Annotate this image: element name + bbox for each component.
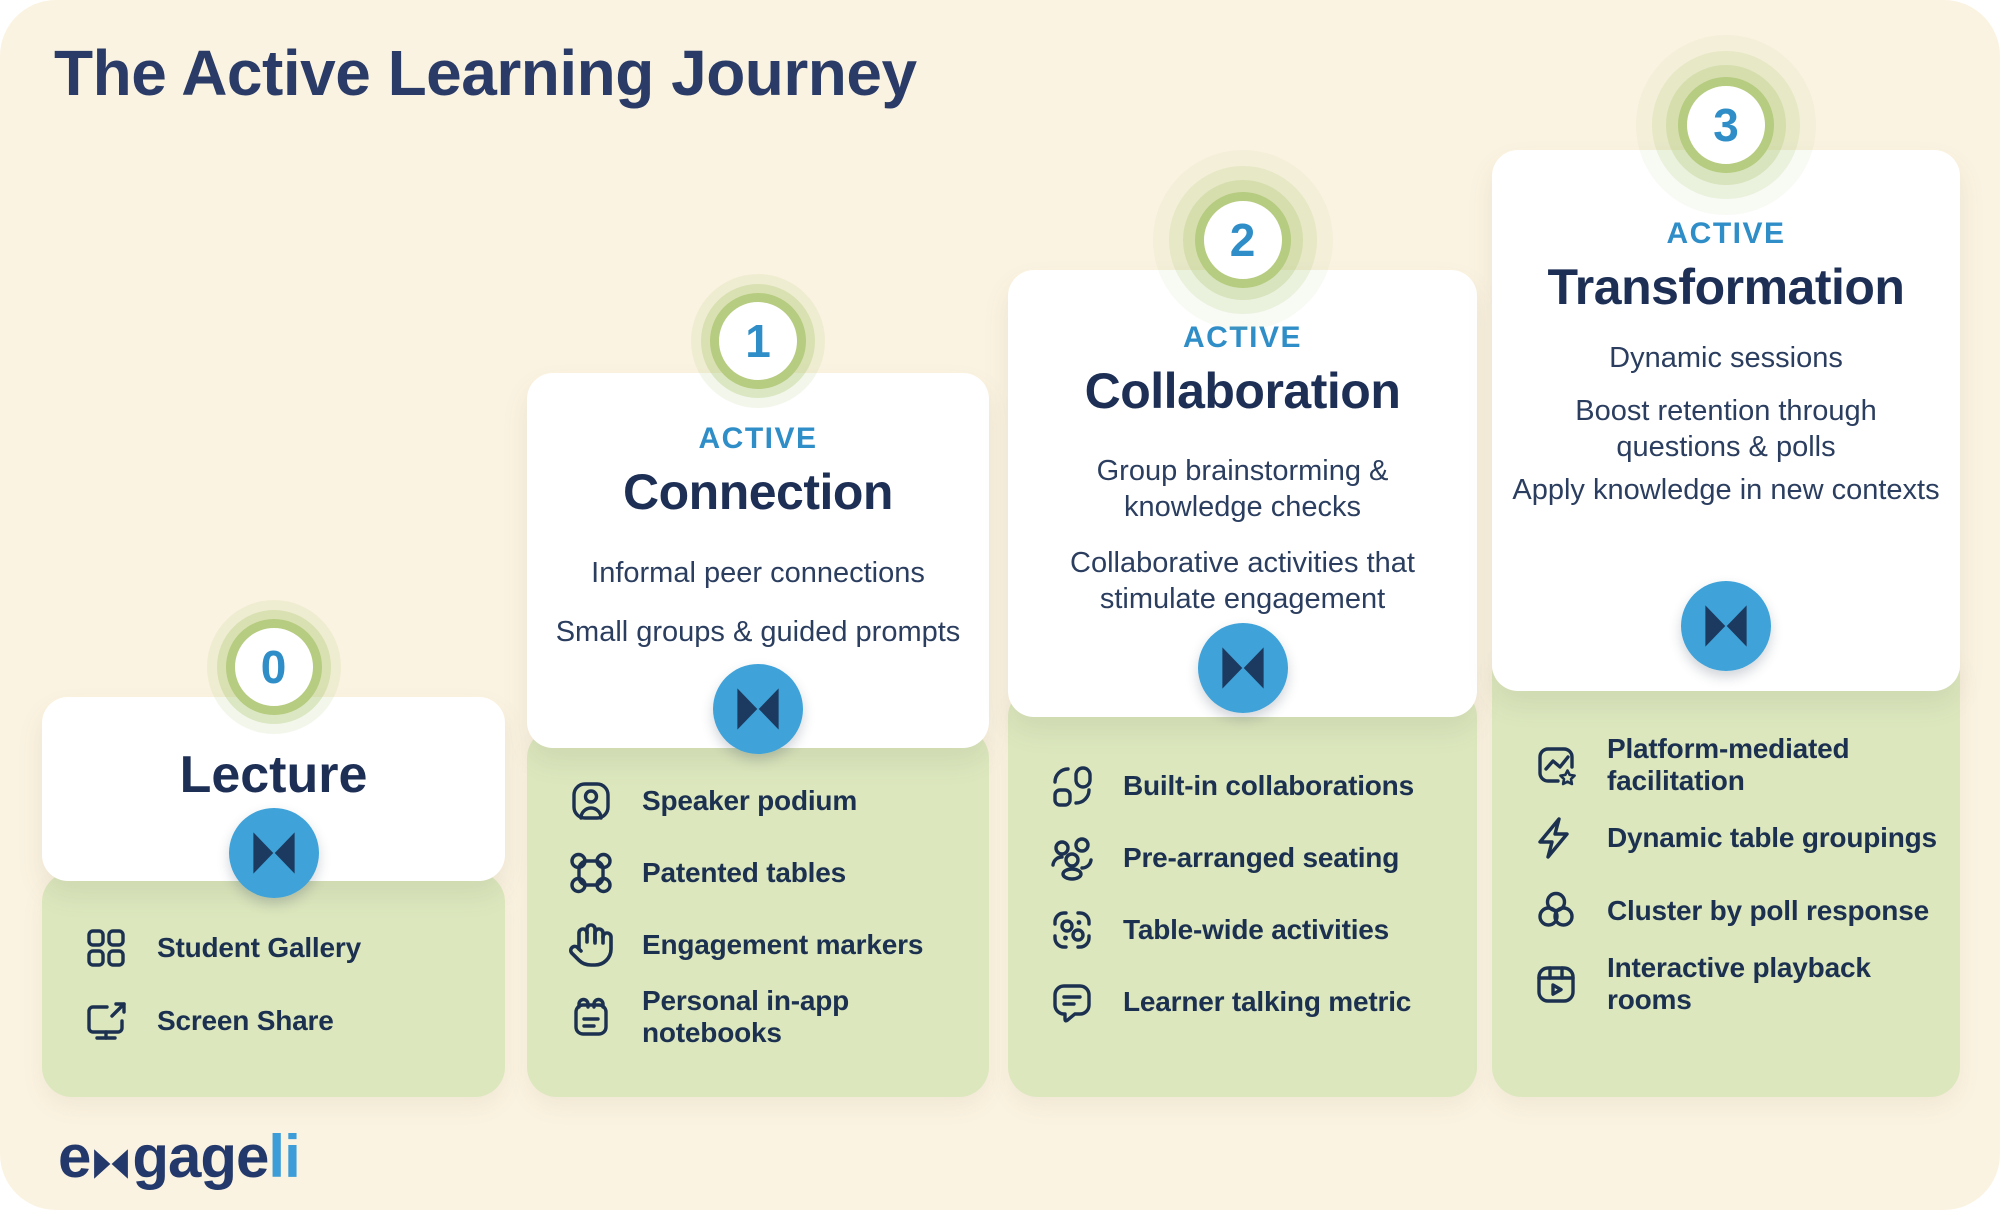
notebook-icon <box>567 993 615 1041</box>
feature-label: Speaker podium <box>642 785 858 816</box>
stage-number-badge: 0 <box>225 619 322 715</box>
stage-connection: 1 ACTIVE Connection Informal peer connec… <box>527 0 989 1210</box>
logo-text: gage <box>132 1123 269 1190</box>
stage-features-card: Built-in collaborations Pre-arranged sea… <box>1008 687 1477 1097</box>
stage-description: Informal peer connections <box>591 557 925 589</box>
engageli-bowtie-icon <box>713 664 803 754</box>
built-in-collaborations-icon <box>1048 762 1096 810</box>
stage-eyebrow: ACTIVE <box>698 422 818 455</box>
stage-eyebrow: ACTIVE <box>1182 321 1302 354</box>
stage-features-card: Platform-mediated facilitation Dynamic t… <box>1492 645 1960 1097</box>
stage-features-card: Student Gallery Screen Share <box>42 872 505 1097</box>
feature-label: Built-in collaborations <box>1123 770 1414 801</box>
stage-description: Small groups & guided prompts <box>555 616 961 648</box>
engageli-bowtie-icon <box>228 808 319 898</box>
screen-share-icon <box>82 997 130 1045</box>
engageli-logo: e gage li <box>58 1122 301 1191</box>
feature-row: Interactive playback rooms <box>1532 952 1960 1015</box>
stage-transformation: 3 ACTIVE Transformation Dynamic sessions… <box>1492 0 1960 1210</box>
engageli-bowtie-icon <box>1681 581 1771 671</box>
stage-description: Group brainstorming & knowledge checks <box>1096 455 1389 523</box>
logo-text: e <box>58 1123 91 1190</box>
student-gallery-icon <box>82 924 130 972</box>
feature-label: Interactive playback rooms <box>1607 952 1871 1015</box>
feature-label: Pre-arranged seating <box>1123 842 1400 873</box>
stage-number-badge: 1 <box>710 293 806 389</box>
stage-description: Apply knowledge in new contexts <box>1512 474 1940 506</box>
speaker-podium-icon <box>567 777 615 825</box>
feature-label: Screen Share <box>157 1005 334 1036</box>
feature-row: Engagement markers <box>567 921 989 969</box>
stage-title: Transformation <box>1547 259 1905 315</box>
stage-description: Collaborative activities that stimulate … <box>1070 547 1415 615</box>
feature-row: Student Gallery <box>82 924 505 972</box>
table-wide-activities-icon <box>1048 906 1096 954</box>
engagement-markers-icon <box>567 921 615 969</box>
dynamic-groupings-icon <box>1532 814 1580 862</box>
feature-row: Screen Share <box>82 997 505 1045</box>
feature-label: Student Gallery <box>157 932 361 963</box>
patented-tables-icon <box>567 849 615 897</box>
stage-description: Dynamic sessions <box>1609 342 1843 374</box>
feature-label: Platform-mediated facilitation <box>1607 733 1850 796</box>
feature-row: Cluster by poll response <box>1532 887 1960 935</box>
feature-row: Personal in-app notebooks <box>567 985 989 1048</box>
platform-facilitation-icon <box>1532 741 1580 789</box>
stage-collaboration: 2 ACTIVE Collaboration Group brainstormi… <box>1008 0 1477 1210</box>
page-title: The Active Learning Journey <box>54 37 917 109</box>
stage-number: 0 <box>260 641 287 693</box>
playback-rooms-icon <box>1532 960 1580 1008</box>
stage-number: 3 <box>1713 99 1739 151</box>
feature-label: Personal in-app notebooks <box>642 985 850 1048</box>
feature-label: Engagement markers <box>642 929 924 960</box>
pre-arranged-seating-icon <box>1048 834 1096 882</box>
feature-row: Platform-mediated facilitation <box>1532 733 1960 796</box>
logo-text-accent: li <box>268 1123 300 1190</box>
stage-summary-card: ACTIVE Transformation Dynamic sessions B… <box>1492 150 1960 691</box>
stage-eyebrow: ACTIVE <box>1666 217 1786 250</box>
feature-row: Speaker podium <box>567 777 989 825</box>
stage-title: Connection <box>623 464 893 520</box>
stage-number-badge: 3 <box>1678 77 1774 173</box>
feature-label: Table-wide activities <box>1123 914 1390 945</box>
stage-number: 1 <box>745 315 771 367</box>
stage-number-badge: 2 <box>1194 192 1291 288</box>
feature-row: Dynamic table groupings <box>1532 814 1960 862</box>
bowtie-icon <box>94 1148 129 1179</box>
feature-label: Cluster by poll response <box>1607 895 1929 926</box>
feature-row: Learner talking metric <box>1048 978 1477 1026</box>
stage-description: Boost retention through questions & poll… <box>1575 395 1877 463</box>
stage-number: 2 <box>1229 214 1256 266</box>
cluster-poll-icon <box>1532 887 1580 935</box>
feature-row: Built-in collaborations <box>1048 762 1477 810</box>
stage-title: Collaboration <box>1084 363 1401 419</box>
feature-row: Table-wide activities <box>1048 906 1477 954</box>
learner-talking-metric-icon <box>1048 978 1096 1026</box>
stage-summary-card: ACTIVE Connection Informal peer connecti… <box>527 373 989 748</box>
engageli-bowtie-icon <box>1197 623 1288 713</box>
feature-row: Patented tables <box>567 849 989 897</box>
stage-lecture: 0 Lecture Student Gallery Screen Share <box>42 0 505 1210</box>
feature-label: Dynamic table groupings <box>1607 822 1937 853</box>
feature-row: Pre-arranged seating <box>1048 834 1477 882</box>
stage-features-card: Speaker podium Patented tables Engagemen… <box>527 728 989 1097</box>
feature-label: Patented tables <box>642 857 846 888</box>
stage-title: Lecture <box>179 746 368 804</box>
feature-label: Learner talking metric <box>1123 986 1412 1017</box>
